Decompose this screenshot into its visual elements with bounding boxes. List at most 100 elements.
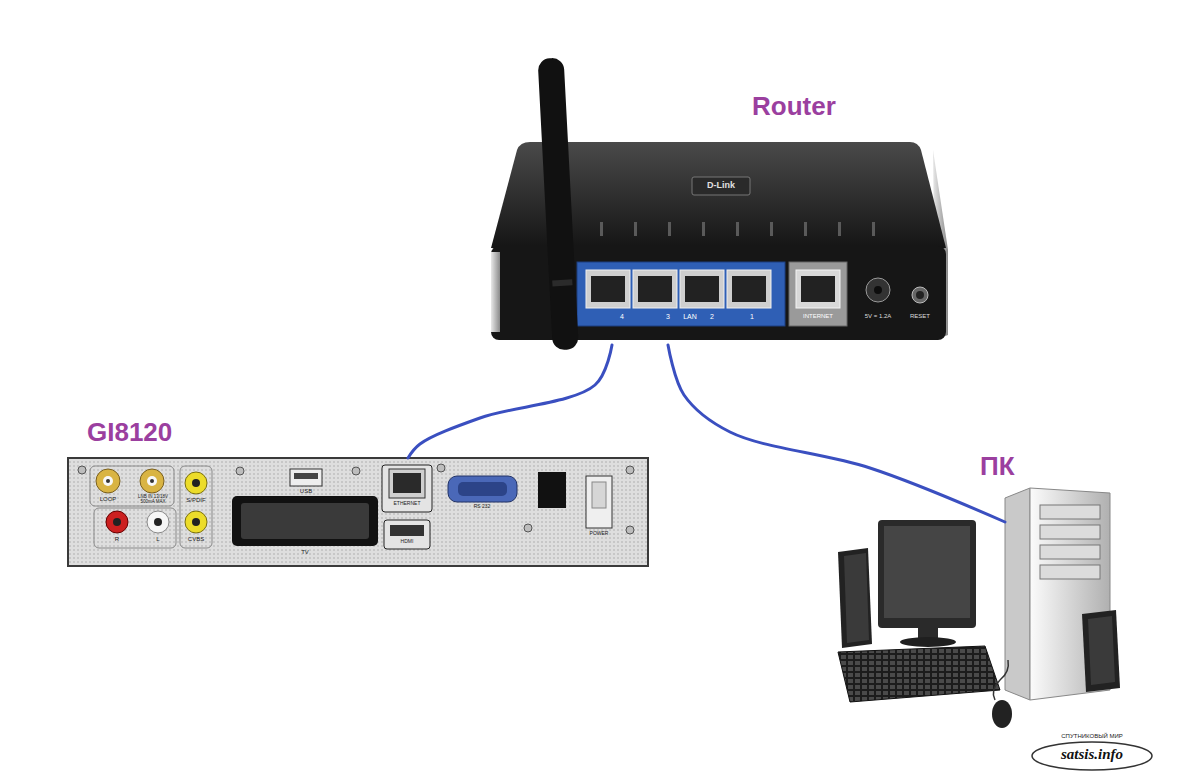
vent [668,222,671,236]
device-heading: GI8120 [87,418,172,447]
rca-jack-core [113,518,121,526]
rj45-port [727,270,771,308]
vent [736,222,739,236]
port-label: 2 [710,313,714,320]
monitor-base [900,637,956,647]
rca-jack [185,511,207,533]
scart-pins [241,503,369,539]
port-label: L [156,536,159,542]
rf-jack [140,469,164,493]
drive-bay [1040,525,1100,539]
rf-jack-core [103,476,113,486]
rj45-port [796,270,840,308]
hdmi-port [390,525,424,536]
rs232-pins [458,482,507,496]
rca-jack-core [192,479,200,487]
rf-jack [96,469,120,493]
speaker-front [844,553,869,643]
speaker [838,548,872,648]
logo-plate [692,177,750,195]
rj45-hole [393,473,421,493]
port-label: RS 232 [474,504,491,509]
rj45-port [633,270,677,308]
rca-jack-core [154,518,162,526]
screw [78,466,86,474]
pc-illustration [838,488,1120,728]
port-label: R [115,536,119,542]
port-label: LNB IN 13/18V 500mA MAX [133,495,173,504]
device-heading: Router [752,92,836,121]
port-label: LAN [683,313,697,320]
switch [538,472,566,508]
port-label: 3 [666,313,670,320]
rf-jack-pin [106,479,110,483]
receiver-illustration [68,458,648,566]
rca-jack-core [192,518,200,526]
jack-group [90,466,174,506]
screw [352,467,360,475]
screw [236,467,244,475]
screw [437,464,445,472]
vent [838,222,841,236]
rs232-port [448,476,517,502]
mouse-cable [993,660,1008,700]
watermark: СПУТНИКОВЫЙ МИР [1061,733,1122,739]
power-jack [866,278,890,302]
router-device: Router [490,140,948,345]
ethernet-frame [382,465,432,512]
rj45-hole [801,276,835,302]
monitor [878,520,976,628]
port-label: RESET [910,313,930,319]
port-label: HDMI [401,539,414,544]
scart-socket [232,496,378,546]
rj45-hole [591,276,625,302]
usb-port [290,469,322,486]
router-vents [566,222,875,236]
rca-jack [185,472,207,494]
rca-jack [106,511,128,533]
reset-button [912,287,928,303]
tower-side [1005,488,1030,700]
power-jack-pin [874,286,882,294]
internet-panel [789,262,847,326]
port-label: LOOP [100,496,117,502]
hdmi-frame [384,520,430,549]
jack-group [180,466,212,548]
rf-jack-core [147,476,157,486]
rj45-hole [685,276,719,302]
vent [702,222,705,236]
vent [600,222,603,236]
power-switch [586,476,612,528]
drive-bays [1040,505,1100,579]
usb-slot [294,473,318,479]
port-label: CVBS [188,536,204,542]
lan-panel [577,262,785,326]
screw [626,526,634,534]
speaker-front [1088,616,1115,685]
drive-bay [1040,505,1100,519]
port-label: S/PDIF [186,497,205,503]
port-label: TV [301,549,309,555]
port-label: 1 [750,313,754,320]
drive-bay [1040,565,1100,579]
watermark: satsis.info [1061,747,1123,763]
antenna-body [538,58,579,351]
lan-ports [586,270,771,308]
receiver-device: GI8120 [68,458,648,566]
drive-bay [1040,545,1100,559]
port-label: INTERNET [803,313,833,319]
antenna [538,58,579,351]
keyboard [838,646,1000,702]
monitor-screen [884,526,970,618]
watermark-ellipse [1032,742,1152,770]
rj45-hole [638,276,672,302]
network-cable [408,345,612,458]
port-label: USB [300,488,312,494]
device-heading: ПК [980,452,1015,481]
screws [78,464,634,534]
network-cable [668,345,1005,522]
speaker [1082,610,1120,692]
vent [634,222,637,236]
